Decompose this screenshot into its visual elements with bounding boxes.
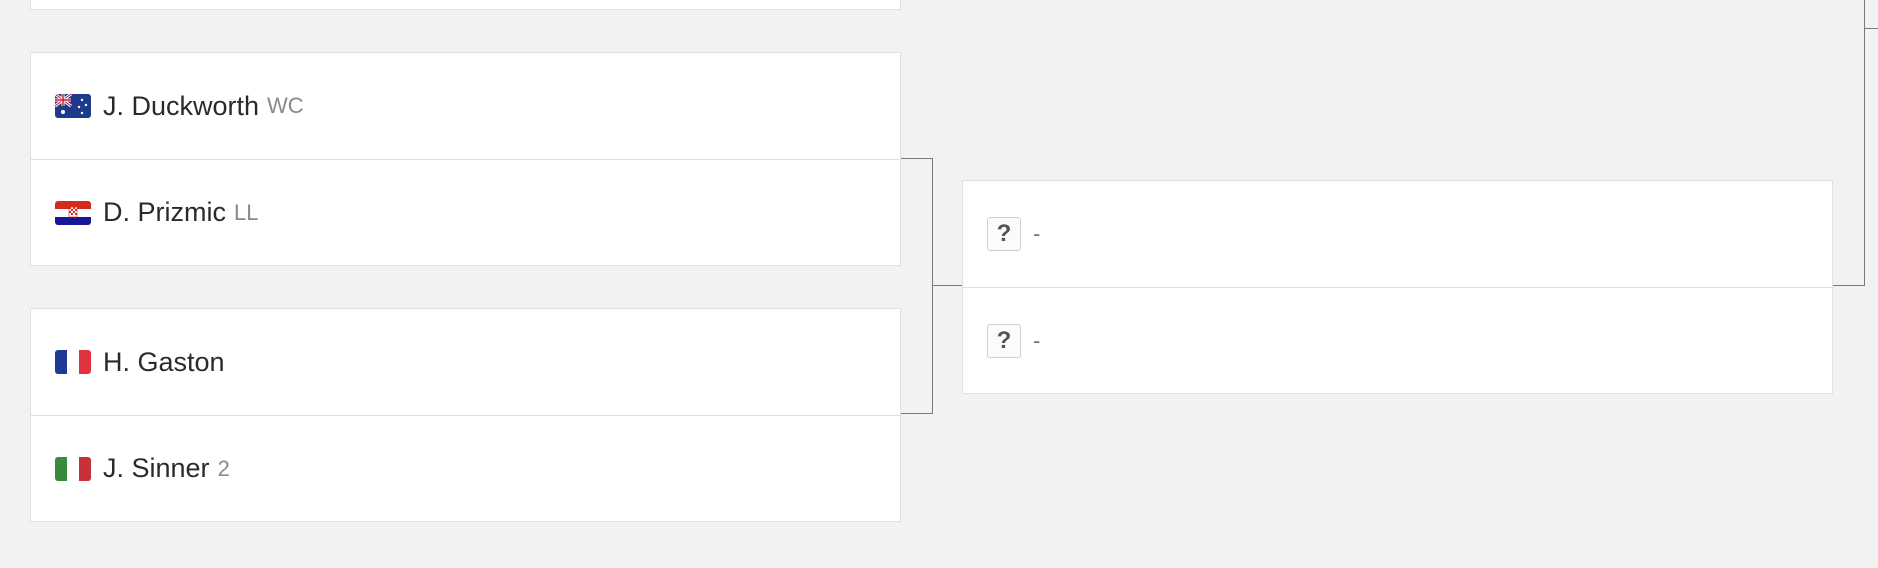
tbd-player-row-1[interactable]: ? -	[963, 181, 1832, 287]
flag-france-icon	[55, 350, 91, 374]
connector-line	[1864, 0, 1865, 28]
player-row-duckworth[interactable]: J. Duckworth WC	[31, 53, 900, 159]
unknown-player-icon: ?	[987, 323, 1021, 358]
flag-croatia-icon	[55, 200, 91, 225]
match-card-2[interactable]: H. Gaston J. Sinner 2	[30, 308, 901, 522]
player-entry-tag: WC	[267, 93, 304, 118]
player-row-gaston[interactable]: H. Gaston	[31, 309, 900, 415]
connector-line	[1833, 285, 1865, 286]
tbd-player-row-2[interactable]: ? -	[963, 287, 1832, 393]
tbd-player-name: -	[1033, 327, 1041, 353]
flag-australia-icon	[55, 94, 91, 118]
connector-line	[901, 413, 933, 414]
player-name: J. Sinner	[103, 453, 210, 483]
flag-italy-icon	[55, 456, 91, 481]
tbd-player-name: -	[1033, 221, 1041, 246]
match-card-1[interactable]: J. Duckworth WC D. Prizmic LL	[30, 52, 901, 266]
player-name: J. Duckworth	[103, 90, 260, 121]
player-row-sinner[interactable]: J. Sinner 2	[31, 415, 900, 521]
connector-line	[901, 158, 933, 159]
previous-match-card	[30, 0, 901, 10]
connector-line	[932, 285, 962, 286]
player-row-prizmic[interactable]: D. Prizmic LL	[31, 159, 900, 265]
connector-line	[1864, 28, 1878, 29]
player-name: D. Prizmic	[103, 197, 226, 227]
connector-line	[1864, 28, 1865, 286]
unknown-player-icon: ?	[987, 217, 1021, 251]
next-round-match-card[interactable]: ? - ? -	[962, 180, 1833, 394]
connector-line	[932, 158, 933, 414]
player-name: H. Gaston	[103, 346, 225, 377]
player-entry-tag: LL	[234, 199, 259, 225]
player-seed: 2	[217, 455, 230, 481]
